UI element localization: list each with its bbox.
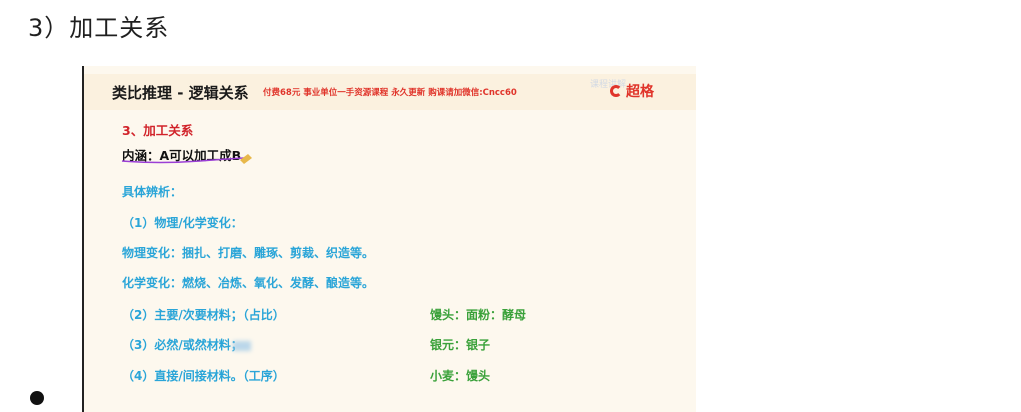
watermark: 课程讲解 [590, 80, 627, 90]
analysis-label: 具体辨析： [122, 185, 183, 199]
item2: （2）主要/次要材料；（占比） [122, 308, 285, 322]
slide-header: 类比推理 - 逻辑关系 付费68元 事业单位一手资源课程 永久更新 购课请加微信… [84, 74, 696, 110]
item3: （3）必然/或然材料； [122, 336, 251, 353]
connotation-text: 内涵：A可以加工成B [122, 148, 242, 163]
item4: （4）直接/间接材料。（工序） [122, 369, 285, 383]
blur-mark [232, 340, 251, 351]
page-heading: 3）加工关系 [28, 14, 170, 42]
slide-title: 类比推理 - 逻辑关系 [112, 84, 249, 102]
example-2: 银元：银子 [430, 338, 491, 352]
item1-title: （1）物理/化学变化： [122, 216, 243, 230]
slide-image: 类比推理 - 逻辑关系 付费68元 事业单位一手资源课程 永久更新 购课请加微信… [82, 66, 696, 412]
physical-change: 物理变化：捆扎、打磨、雕琢、剪裁、织造等。 [122, 246, 375, 260]
brand-name: 超格 [626, 84, 654, 100]
section-title: 3、加工关系 [122, 123, 194, 138]
promo-text: 付费68元 事业单位一手资源课程 永久更新 购课请加微信:Cncc60 [263, 88, 517, 98]
example-1: 馒头：面粉：酵母 [430, 308, 527, 322]
chemical-change: 化学变化：燃烧、冶炼、氧化、发酵、酿造等。 [122, 276, 375, 290]
brand-g-icon [610, 85, 622, 97]
brand-logo: 超格 [610, 81, 654, 101]
example-3: 小麦：馒头 [430, 369, 491, 383]
purple-underline [121, 154, 252, 164]
bullet-point [30, 391, 44, 405]
